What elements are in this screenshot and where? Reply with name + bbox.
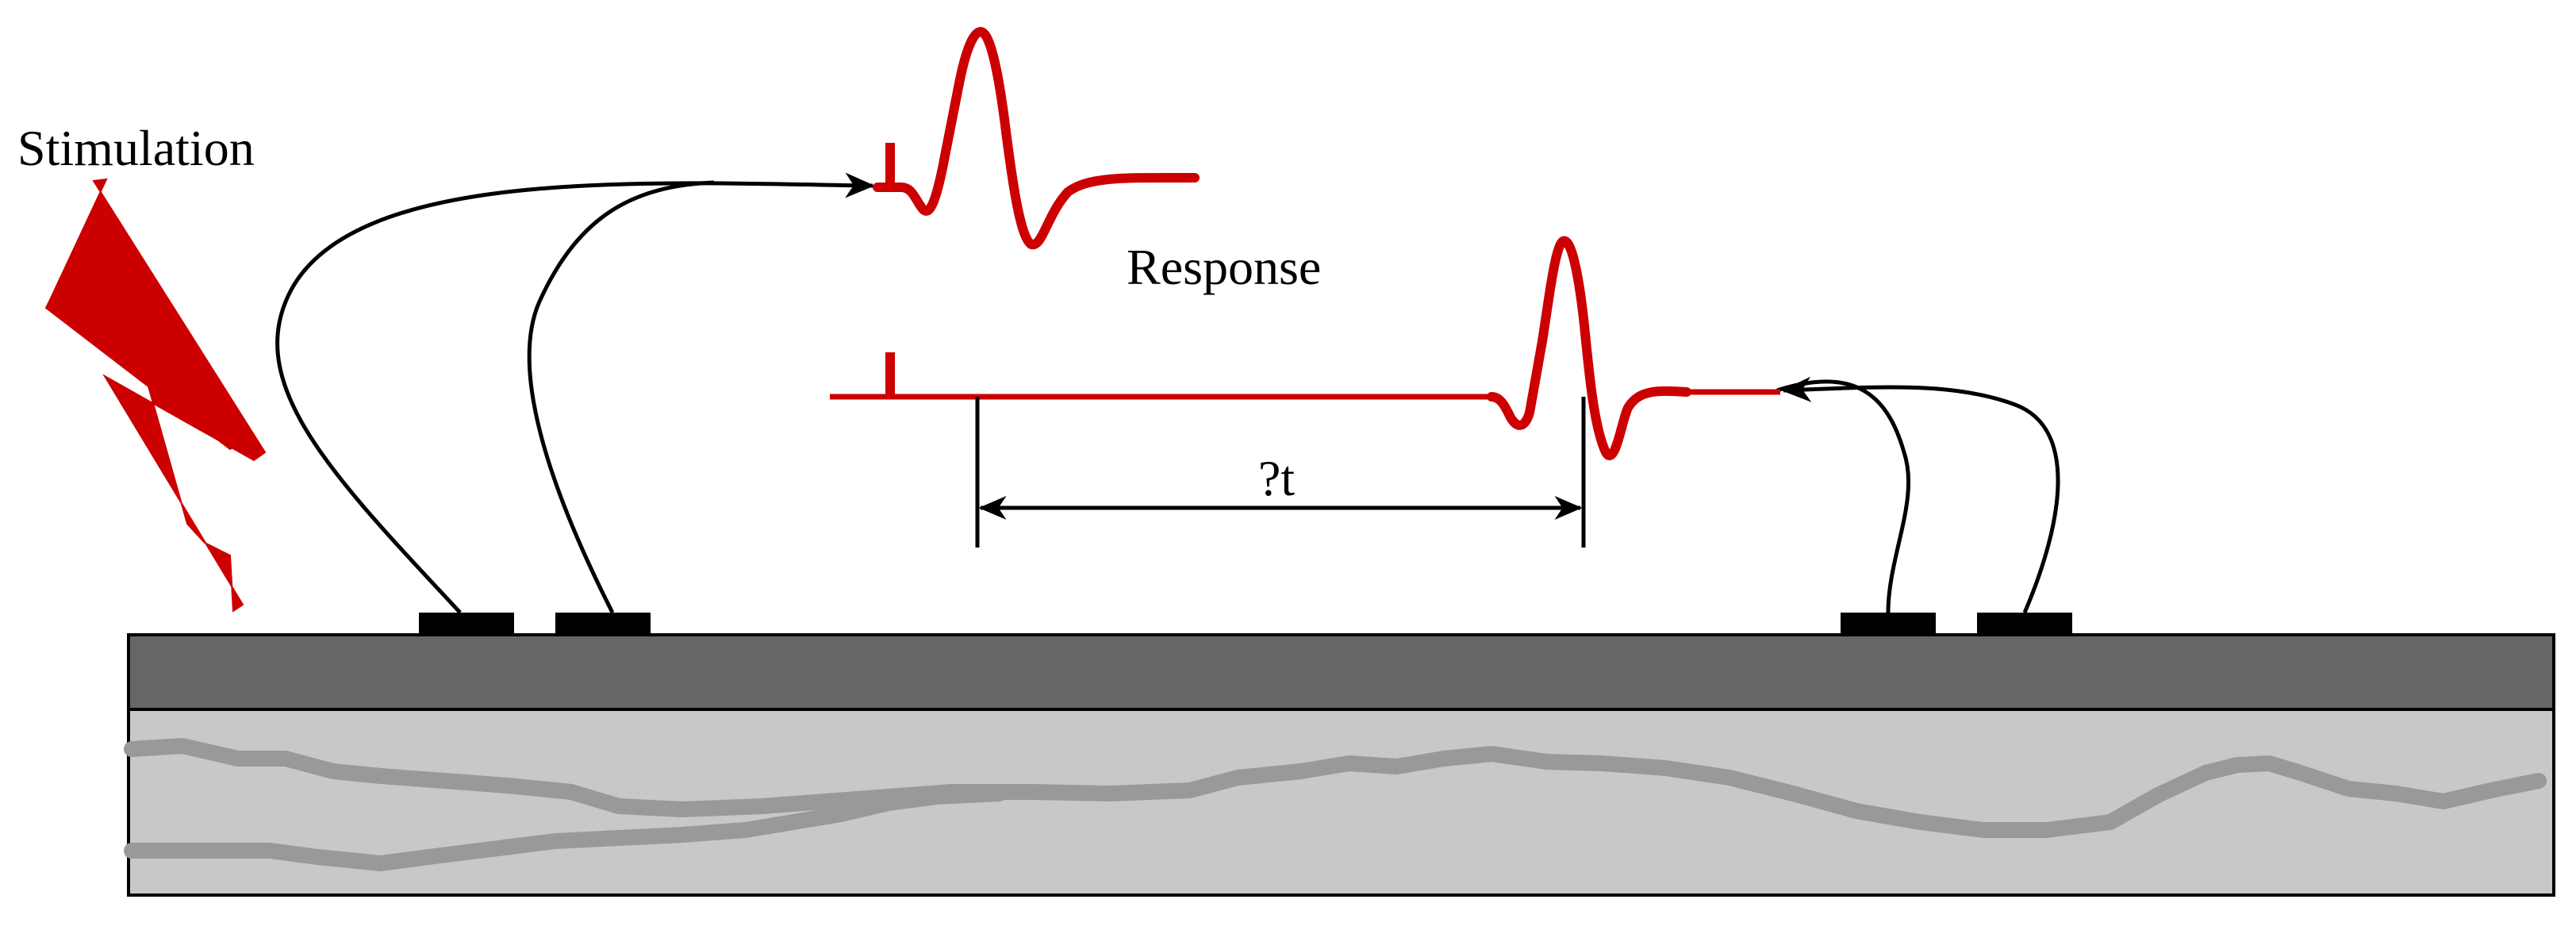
lead-wire-right-outer bbox=[1781, 376, 2060, 613]
nerve-fiber-upper bbox=[124, 738, 2547, 838]
nerve-fiber-lower bbox=[124, 786, 1008, 871]
recording-electrode-2 bbox=[1977, 613, 2072, 636]
stimulating-electrode-2 bbox=[555, 613, 651, 636]
skin-layer bbox=[127, 633, 2555, 711]
stimulating-electrode-1 bbox=[419, 613, 514, 636]
lead-wire-left-inner bbox=[527, 180, 715, 614]
response-trace-near bbox=[873, 27, 1200, 250]
stimulation-label: Stimulation bbox=[17, 120, 255, 176]
lead-wire-right-inner bbox=[1776, 379, 1911, 613]
response-trace-far-peak bbox=[1487, 236, 1691, 460]
recording-electrode-1 bbox=[1841, 613, 1936, 636]
lead-wire-left-outer bbox=[275, 172, 875, 614]
tissue-layer bbox=[127, 708, 2555, 897]
lightning-bolt-icon bbox=[44, 178, 267, 613]
delta-t-label: ?t bbox=[1258, 450, 1295, 506]
response-label: Response bbox=[1127, 239, 1321, 295]
